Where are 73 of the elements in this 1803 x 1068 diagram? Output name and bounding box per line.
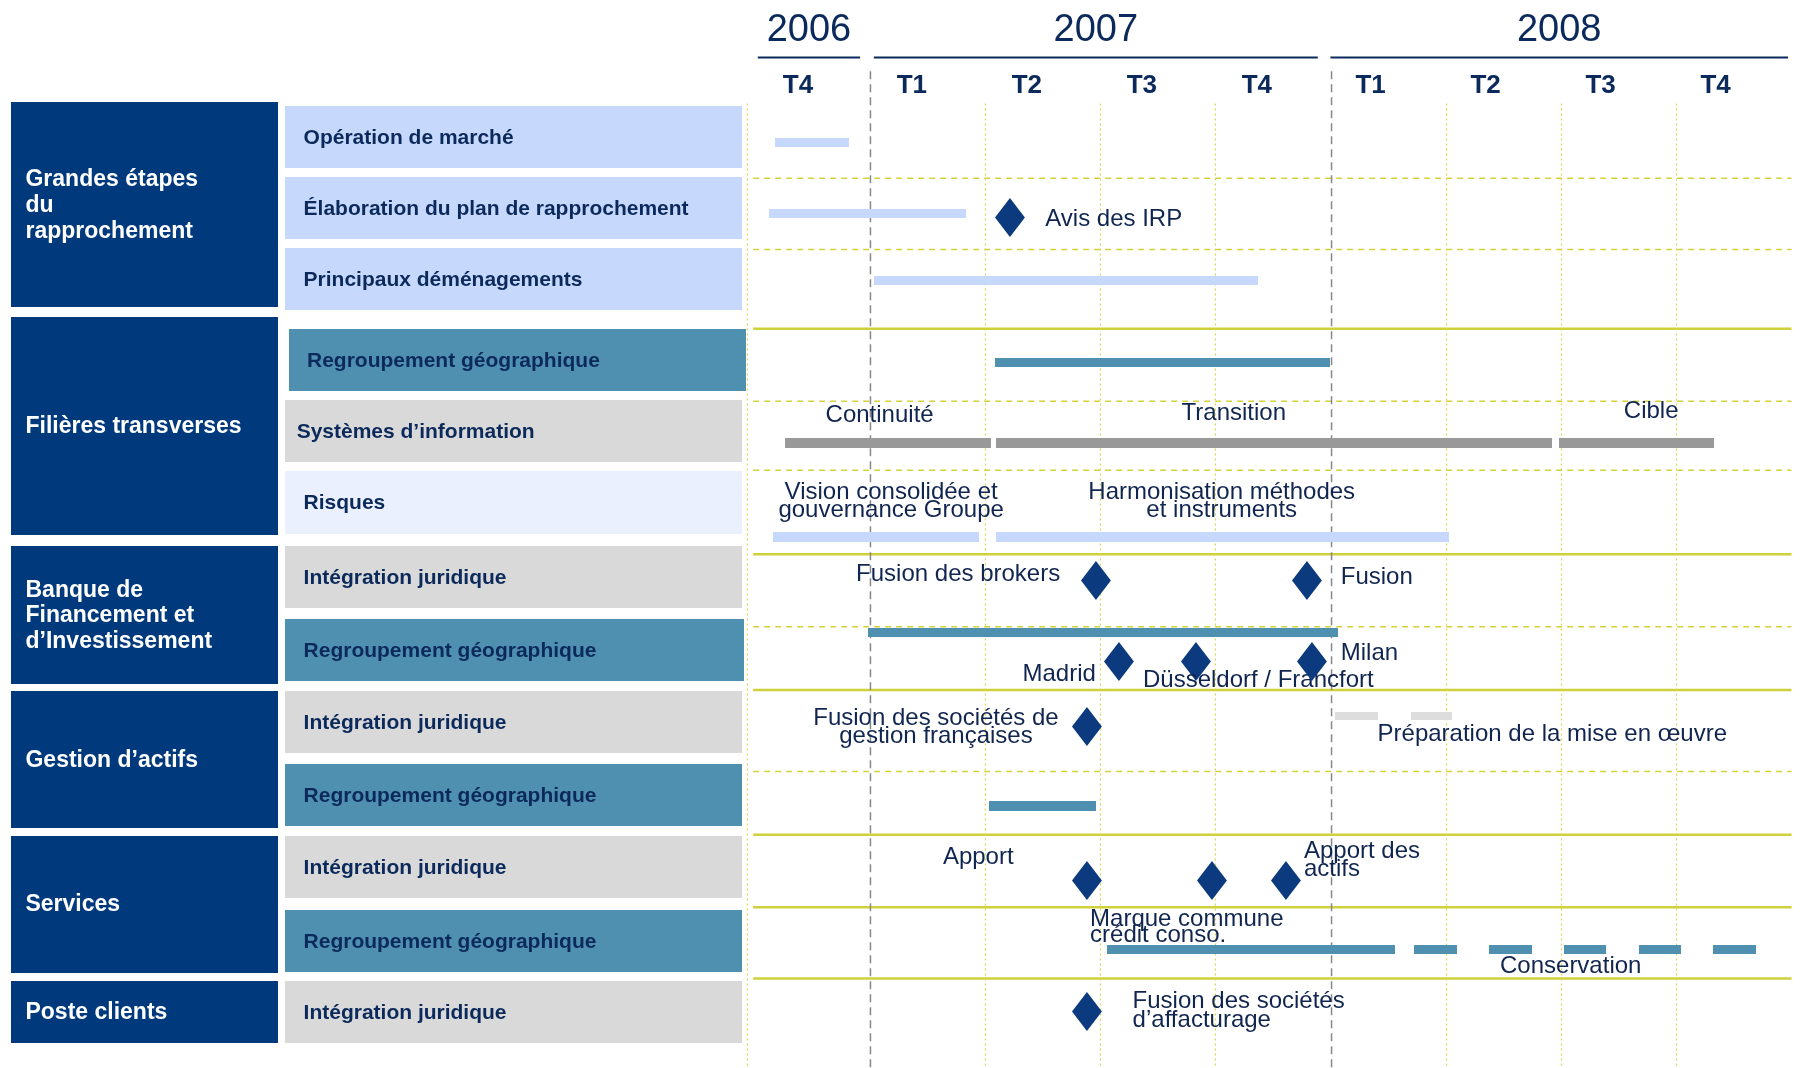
milestone-label: Madrid <box>1021 660 1096 687</box>
timeline-bar <box>1410 712 1453 721</box>
row-label-box: Regroupement géographique <box>285 909 742 972</box>
row-label-box: Intégration juridique <box>285 546 742 609</box>
year-label: 2007 <box>1052 6 1140 50</box>
timeline-bar <box>1414 945 1457 955</box>
milestone-label: Préparation de la mise en œuvre <box>1377 719 1729 747</box>
row-label-box: Intégration juridique <box>285 980 742 1043</box>
milestone-diamond <box>1197 861 1227 901</box>
row-label-box: Opération de marché <box>285 105 742 168</box>
timeline-bar <box>775 138 849 148</box>
milestone-diamond <box>1292 561 1323 601</box>
milestone-label: Marque commune crédit conso. <box>1090 909 1285 944</box>
quarter-label: T4 <box>1699 69 1732 100</box>
quarter-label: T1 <box>1354 69 1387 100</box>
milestone-diamond <box>1103 641 1134 681</box>
milestone-diamond <box>994 197 1025 237</box>
milestone-label: Fusion des brokers <box>855 560 1061 587</box>
milestone-label: Transition <box>1180 399 1288 426</box>
timeline-bar <box>1335 712 1378 721</box>
quarter-label: T2 <box>1010 69 1043 100</box>
row-label-box: Intégration juridique <box>285 835 742 899</box>
quarter-label: T4 <box>781 69 815 100</box>
row-label-box: Regroupement géographique <box>288 328 747 391</box>
category-box: Filières transverses <box>11 317 279 535</box>
timeline-bar <box>873 275 1258 286</box>
quarter-label: T4 <box>1240 69 1273 100</box>
timeline-bar <box>868 627 1339 637</box>
milestone-label: Apport des actifs <box>1303 840 1422 878</box>
timeline-bar <box>772 532 979 542</box>
milestone-diamond <box>1080 561 1111 601</box>
milestone-diamond <box>1270 861 1301 901</box>
category-box: Services <box>11 835 279 973</box>
category-box: Grandes étapes du rapprochement <box>11 102 279 307</box>
timeline-bar <box>988 801 1096 811</box>
timeline-bar <box>769 209 966 219</box>
timeline-bar <box>785 437 992 448</box>
milestone-diamond <box>1071 992 1102 1032</box>
quarter-label: T3 <box>1125 69 1158 100</box>
timeline-bar <box>1563 945 1607 955</box>
row-label-box: Intégration juridique <box>285 691 742 754</box>
timeline-bar <box>1489 945 1532 955</box>
milestone-label: Continuité <box>824 401 935 428</box>
milestone-label: Avis des IRP <box>1045 204 1184 232</box>
milestone-label: Cible <box>1622 396 1680 424</box>
timeline-bar <box>1638 945 1682 955</box>
milestone-diamond <box>1071 707 1102 747</box>
row-label-box: Risques <box>285 471 742 534</box>
row-label-box: Systèmes d’information <box>285 400 742 463</box>
timeline-bar <box>1107 945 1395 955</box>
timeline-bar <box>995 532 1449 542</box>
category-box: Gestion d’actifs <box>11 691 279 828</box>
row-label-box: Élaboration du plan de rapprochement <box>285 177 742 240</box>
quarter-label: T1 <box>895 69 928 100</box>
timeline-bar <box>1559 437 1715 448</box>
timeline-bar <box>1713 945 1756 955</box>
year-label: 2006 <box>765 6 853 50</box>
row-label-box: Principaux déménagements <box>285 248 742 311</box>
milestone-label: Conservation <box>1499 952 1643 979</box>
milestone-label: Milan <box>1340 639 1400 666</box>
year-label: 2008 <box>1515 6 1603 50</box>
category-box: Banque de Financement et d’Investissement <box>11 546 279 685</box>
quarter-label: T3 <box>1584 69 1617 100</box>
milestone-label: Fusion <box>1340 563 1414 590</box>
timeline-bar <box>995 437 1553 448</box>
category-box: Poste clients <box>11 980 279 1043</box>
quarter-label: T2 <box>1469 69 1502 100</box>
row-label-box: Regroupement géographique <box>285 763 742 826</box>
milestone-diamond <box>1071 861 1102 901</box>
row-label-box: Regroupement géographique <box>285 618 744 681</box>
milestone-label: Apport <box>942 842 1015 870</box>
milestone-label: Harmonisation méthodes et instruments <box>1087 481 1357 518</box>
timeline-bar <box>994 357 1331 367</box>
